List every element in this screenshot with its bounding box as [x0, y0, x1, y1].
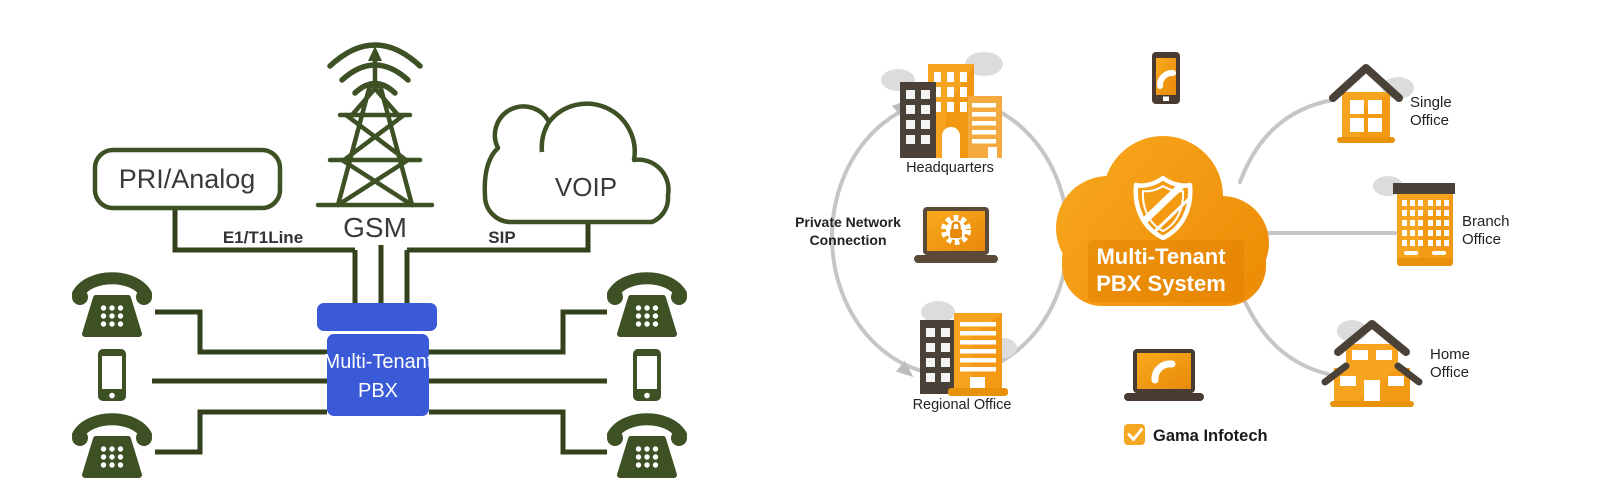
pbx-label-line1: Multi-Tenant	[324, 351, 433, 373]
branch-office-node: Branch Office	[1373, 176, 1510, 266]
e1t1-line-label: E1/T1Line	[223, 228, 303, 247]
signal-wave-outer	[327, 42, 423, 69]
cloud-pbx-node: Multi-Tenant PBX System	[1056, 136, 1269, 306]
single-office-label-line1: Single	[1410, 94, 1452, 111]
gsm-tower-icon	[315, 42, 435, 208]
checkmark-icon	[1124, 424, 1145, 445]
left-pbx-diagram: PRI/Analog GSM VOIP E1/T1Line	[72, 42, 687, 475]
smartphone-call-icon	[1152, 52, 1180, 104]
left-diagram-lines	[152, 208, 607, 455]
gear-icon	[941, 215, 971, 245]
home-office-label-line1: Home	[1430, 346, 1470, 363]
cloud-decoration-icon	[965, 52, 1003, 76]
desk-phone-icon-left-bottom	[72, 419, 152, 475]
voip-label: VOIP	[555, 172, 617, 202]
regional-office-label: Regional Office	[913, 397, 1012, 413]
laptop-security-icon	[914, 207, 998, 263]
branch-office-icon	[1393, 183, 1455, 266]
lock-icon	[950, 221, 962, 238]
desk-phone-icon-right-bottom	[607, 419, 687, 475]
arrowhead-to-regional-office	[895, 360, 914, 378]
home-office-icon	[1321, 320, 1423, 407]
antenna-tip	[368, 46, 382, 61]
branch-office-label-line1: Branch	[1462, 213, 1510, 230]
home-office-label-line2: Office	[1430, 364, 1469, 381]
sip-line-label: SIP	[488, 228, 515, 247]
pri-analog-label: PRI/Analog	[119, 164, 256, 194]
sip-line	[407, 222, 591, 253]
phone-line-right-bottom	[429, 409, 607, 455]
single-office-icon	[1329, 64, 1403, 143]
footer-label: Gama Infotech	[1153, 427, 1268, 445]
branch-office-label-line2: Office	[1462, 231, 1501, 248]
cloud-pbx-label-line1: Multi-Tenant	[1096, 244, 1226, 269]
private-network-label-line2: Connection	[810, 232, 887, 248]
headquarters-node: Headquarters	[881, 52, 1003, 176]
laptop-call-icon	[1124, 349, 1204, 401]
regional-office-node: Regional Office	[913, 301, 1017, 413]
desk-phone-icon-right-top	[607, 278, 687, 334]
regional-office-building-icon	[920, 313, 1008, 396]
link-to-single-office	[1238, 98, 1335, 184]
private-network-label: Private Network Connection	[795, 214, 901, 248]
e1t1-line	[172, 208, 355, 253]
footer-brand: Gama Infotech	[1124, 424, 1268, 445]
phone-line-left-bottom	[155, 409, 327, 455]
headquarters-label: Headquarters	[906, 160, 994, 176]
mobile-phone-icon-right	[633, 349, 661, 401]
desk-phone-icon-left-top	[72, 278, 152, 334]
cloud-decoration-icon	[921, 301, 955, 323]
link-to-home-office	[1238, 288, 1330, 376]
mobile-phone-icon-left	[98, 349, 126, 401]
single-office-node: Single Office	[1329, 64, 1452, 143]
phone-line-left-top	[155, 309, 327, 355]
right-pbx-diagram: Headquarters Private Network Connection	[795, 52, 1510, 445]
headquarters-building-icon	[900, 64, 1002, 158]
handset-icon	[1151, 360, 1176, 384]
phone-line-right-top	[429, 309, 607, 355]
single-office-label-line2: Office	[1410, 112, 1449, 129]
shield-icon	[1133, 175, 1193, 241]
voip-cloud: VOIP	[482, 101, 671, 225]
home-office-node: Home Office	[1321, 320, 1470, 407]
pbx-node: Multi-Tenant PBX	[317, 303, 437, 416]
cloud-pbx-label-line2: PBX System	[1096, 271, 1226, 296]
gsm-label: GSM	[343, 212, 407, 243]
pri-analog-node: PRI/Analog	[92, 147, 283, 211]
private-network-label-line1: Private Network	[795, 214, 901, 230]
pbx-label-line2: PBX	[358, 380, 398, 402]
handset-icon	[1156, 69, 1176, 89]
cloud-branch-links	[1238, 98, 1397, 376]
